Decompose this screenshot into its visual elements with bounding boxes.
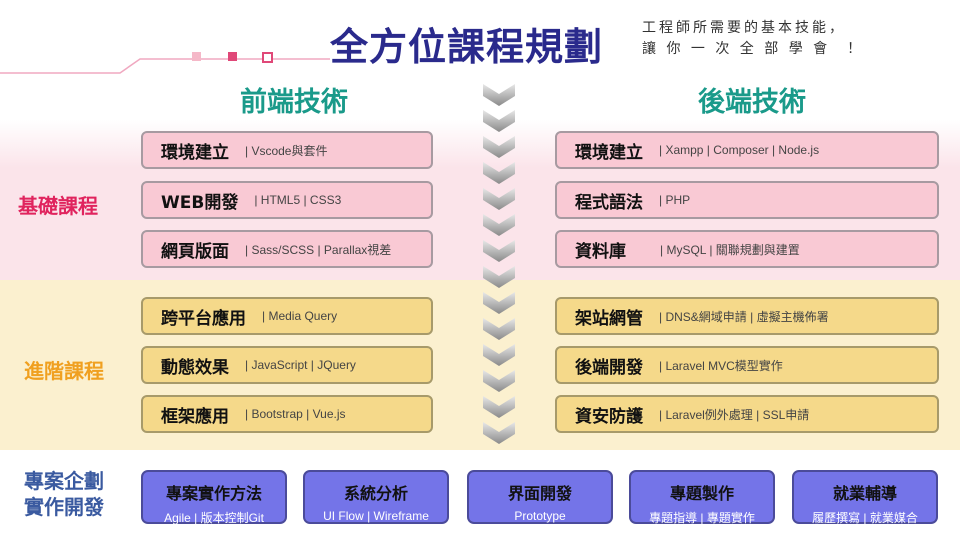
project-card-sub: 履歷撰寫 | 就業媒合: [812, 511, 918, 525]
card-name: WEB開發: [161, 192, 239, 213]
frontend-card-frameworks: 框架應用 | Bootstrap | Vue.js: [141, 395, 433, 433]
project-card-title: 專題製作: [669, 484, 734, 503]
card-detail: | Media Query: [262, 309, 338, 323]
card-detail: | Vscode與套件: [245, 143, 328, 158]
chevron-down-icon: [483, 396, 515, 418]
card-detail: | DNS&網域申請 | 虛擬主機佈署: [659, 309, 829, 324]
project-card-interface: 界面開發 Prototype: [467, 470, 613, 524]
card-name: 架站網管: [575, 308, 643, 329]
frontend-heading: 前端技術: [240, 87, 348, 118]
chevron-down-icon: [483, 110, 515, 132]
backend-card-security: 資安防護 | Laravel例外處理 | SSL申請: [555, 395, 939, 433]
project-card-sub: 專題指導 | 專題實作: [649, 511, 755, 525]
chevron-down-icon: [483, 370, 515, 392]
advanced-course-label: 進階課程: [24, 359, 104, 383]
page-title: 全方位課程規劃: [330, 25, 604, 69]
chevron-down-icon: [483, 266, 515, 288]
card-name: 後端開發: [575, 357, 643, 378]
card-name: 環境建立: [575, 142, 643, 163]
decorative-line: [0, 58, 330, 74]
card-detail: | Sass/SCSS | Parallax視差: [245, 242, 392, 257]
card-name: 框架應用: [161, 406, 229, 427]
page-subtitle: 工程師所需要的基本技能， 讓 你 一 次 全 部 學 會 ！: [642, 18, 864, 60]
deco-square-3: [262, 52, 273, 63]
chevron-down-icon: [483, 84, 515, 106]
card-detail: | Bootstrap | Vue.js: [245, 407, 346, 421]
card-name: 資安防護: [575, 406, 643, 427]
card-detail: | HTML5 | CSS3: [254, 193, 342, 207]
frontend-card-layout: 網頁版面 | Sass/SCSS | Parallax視差: [141, 230, 433, 268]
project-card-topic: 專題製作 專題指導 | 專題實作: [629, 470, 775, 525]
chevron-down-icon: [483, 344, 515, 366]
backend-heading: 後端技術: [698, 87, 806, 118]
chevron-down-icon-column: [483, 84, 515, 444]
card-detail: | Laravel例外處理 | SSL申請: [659, 407, 810, 422]
backend-card-hosting: 架站網管 | DNS&網域申請 | 虛擬主機佈署: [555, 297, 939, 335]
chevron-down-icon: [483, 422, 515, 444]
project-card-title: 專案實作方法: [165, 484, 262, 503]
subtitle-line-2: 讓 你 一 次 全 部 學 會 ！: [642, 41, 865, 57]
card-detail: | Xampp | Composer | Node.js: [659, 143, 820, 157]
frontend-card-cross-platform: 跨平台應用 | Media Query: [141, 297, 433, 335]
backend-card-backend-dev: 後端開發 | Laravel MVC模型實作: [555, 346, 939, 384]
card-name: 程式語法: [575, 192, 643, 213]
project-card-methods: 專案實作方法 Agile | 版本控制Git: [141, 470, 287, 525]
card-name: 網頁版面: [161, 241, 229, 262]
project-label-line-1: 專案企劃: [24, 469, 104, 493]
card-detail: | MySQL | 關聯規劃與建置: [660, 242, 800, 257]
chevron-down-icon: [483, 292, 515, 314]
project-label-line-2: 實作開發: [24, 495, 104, 519]
card-name: 環境建立: [161, 142, 229, 163]
project-card-sub: UI Flow | Wireframe: [323, 509, 429, 523]
backend-card-syntax: 程式語法 | PHP: [555, 181, 939, 219]
backend-card-database: 資料庫 | MySQL | 關聯規劃與建置: [555, 230, 939, 268]
project-card-title: 系統分析: [343, 484, 408, 503]
chevron-down-icon: [483, 162, 515, 184]
card-detail: | JavaScript | JQuery: [245, 358, 356, 372]
deco-square-1: [192, 52, 201, 61]
chevron-down-icon: [483, 240, 515, 262]
card-name: 資料庫: [575, 241, 626, 262]
chevron-down-icon: [483, 188, 515, 210]
project-card-title: 界面開發: [507, 484, 572, 503]
project-card-analysis: 系統分析 UI Flow | Wireframe: [303, 470, 449, 524]
project-card-title: 就業輔導: [832, 484, 897, 503]
card-name: 動態效果: [161, 357, 229, 378]
chevron-down-icon: [483, 136, 515, 158]
basic-course-label: 基礎課程: [18, 194, 98, 218]
backend-card-environment: 環境建立 | Xampp | Composer | Node.js: [555, 131, 939, 169]
frontend-card-effects: 動態效果 | JavaScript | JQuery: [141, 346, 433, 384]
project-course-label: 專案企劃 實作開發: [24, 468, 104, 520]
chevron-down-icon: [483, 214, 515, 236]
project-card-sub: Agile | 版本控制Git: [164, 511, 264, 525]
card-detail: | Laravel MVC模型實作: [659, 358, 783, 373]
card-detail: | PHP: [659, 193, 691, 207]
deco-square-2: [228, 52, 237, 61]
card-name: 跨平台應用: [161, 308, 246, 329]
frontend-card-environment: 環境建立 | Vscode與套件: [141, 131, 433, 169]
subtitle-line-1: 工程師所需要的基本技能，: [642, 20, 846, 36]
frontend-card-web-dev: WEB開發 | HTML5 | CSS3: [141, 181, 433, 219]
chevron-down-icon: [483, 318, 515, 340]
project-card-career: 就業輔導 履歷撰寫 | 就業媒合: [792, 470, 938, 525]
project-card-sub: Prototype: [514, 509, 566, 523]
